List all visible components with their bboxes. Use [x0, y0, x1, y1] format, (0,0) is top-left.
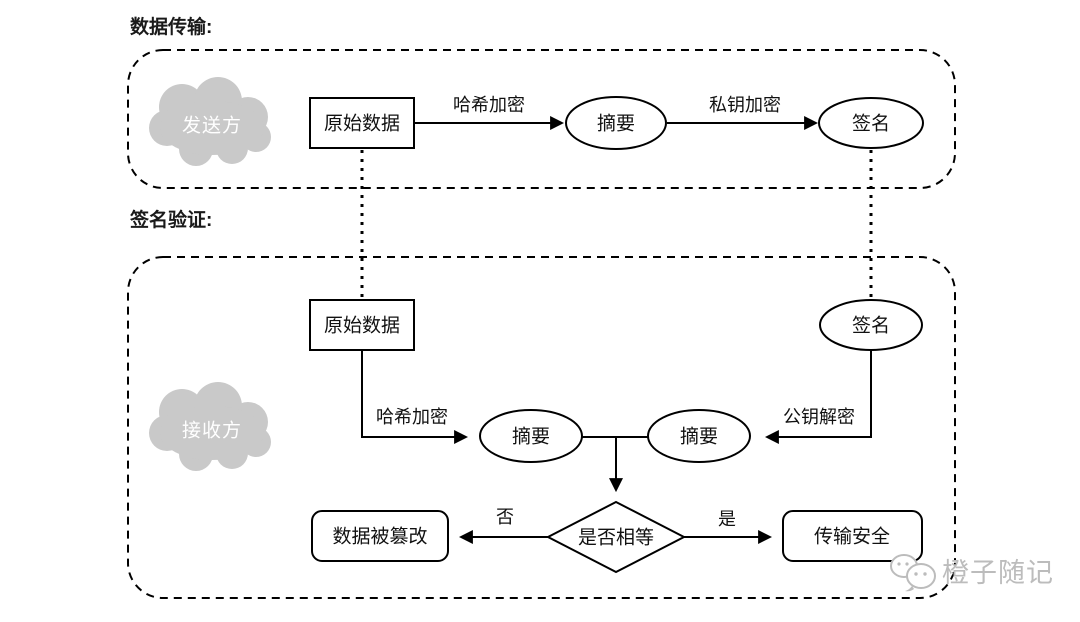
edge-label-hash-encrypt-top: 哈希加密	[453, 95, 525, 115]
node-label-original-data-bottom: 原始数据	[323, 315, 401, 337]
node-label-signature-bottom: 签名	[851, 315, 891, 337]
edge-label-hash-encrypt-bottom: 哈希加密	[376, 407, 448, 427]
node-label-secure: 传输安全	[813, 526, 891, 548]
node-original-data-bottom	[309, 299, 415, 351]
sender-cloud	[149, 77, 271, 166]
node-digest-from-data	[479, 409, 583, 463]
watermark: 橙子随记	[888, 551, 1054, 595]
transmission-boundary	[127, 49, 956, 189]
node-label-original-data-top: 原始数据	[323, 113, 401, 135]
node-digest-from-signature	[647, 409, 751, 463]
node-original-data-top	[309, 97, 415, 149]
node-label-digest-from-data: 摘要	[511, 426, 551, 448]
node-label-digest-top: 摘要	[596, 113, 636, 135]
verification-title: 签名验证:	[130, 210, 213, 231]
receiver-cloud	[149, 382, 271, 471]
node-signature-bottom	[819, 299, 923, 351]
watermark-chat-bubbles-icon	[890, 554, 936, 592]
node-tampered	[311, 510, 449, 562]
watermark-text: 橙子随记	[942, 557, 1054, 588]
transmission-title: 数据传输:	[130, 17, 213, 38]
node-label-signature-top: 签名	[851, 113, 891, 135]
edge-signature-to-digest-bottom	[764, 350, 872, 444]
edge-label-private-key-encrypt: 私钥加密	[709, 95, 781, 115]
node-label-tampered: 数据被篡改	[332, 526, 428, 548]
edge-label-public-key-decrypt: 公钥解密	[783, 407, 855, 427]
edge-label-yes: 是	[718, 509, 736, 529]
node-decision-diamond	[545, 500, 687, 574]
verification-boundary	[127, 256, 956, 599]
node-label-digest-from-signature: 摘要	[679, 426, 719, 448]
node-digest-top	[565, 96, 667, 150]
sender-cloud-label: 发送方	[181, 115, 243, 137]
edge-label-no: 否	[496, 507, 514, 527]
node-label-decision: 是否相等	[577, 527, 655, 549]
edge-data-to-digest-bottom	[361, 350, 469, 444]
node-signature-top	[818, 97, 924, 149]
node-secure	[782, 510, 923, 562]
receiver-cloud-label: 接收方	[181, 420, 243, 442]
